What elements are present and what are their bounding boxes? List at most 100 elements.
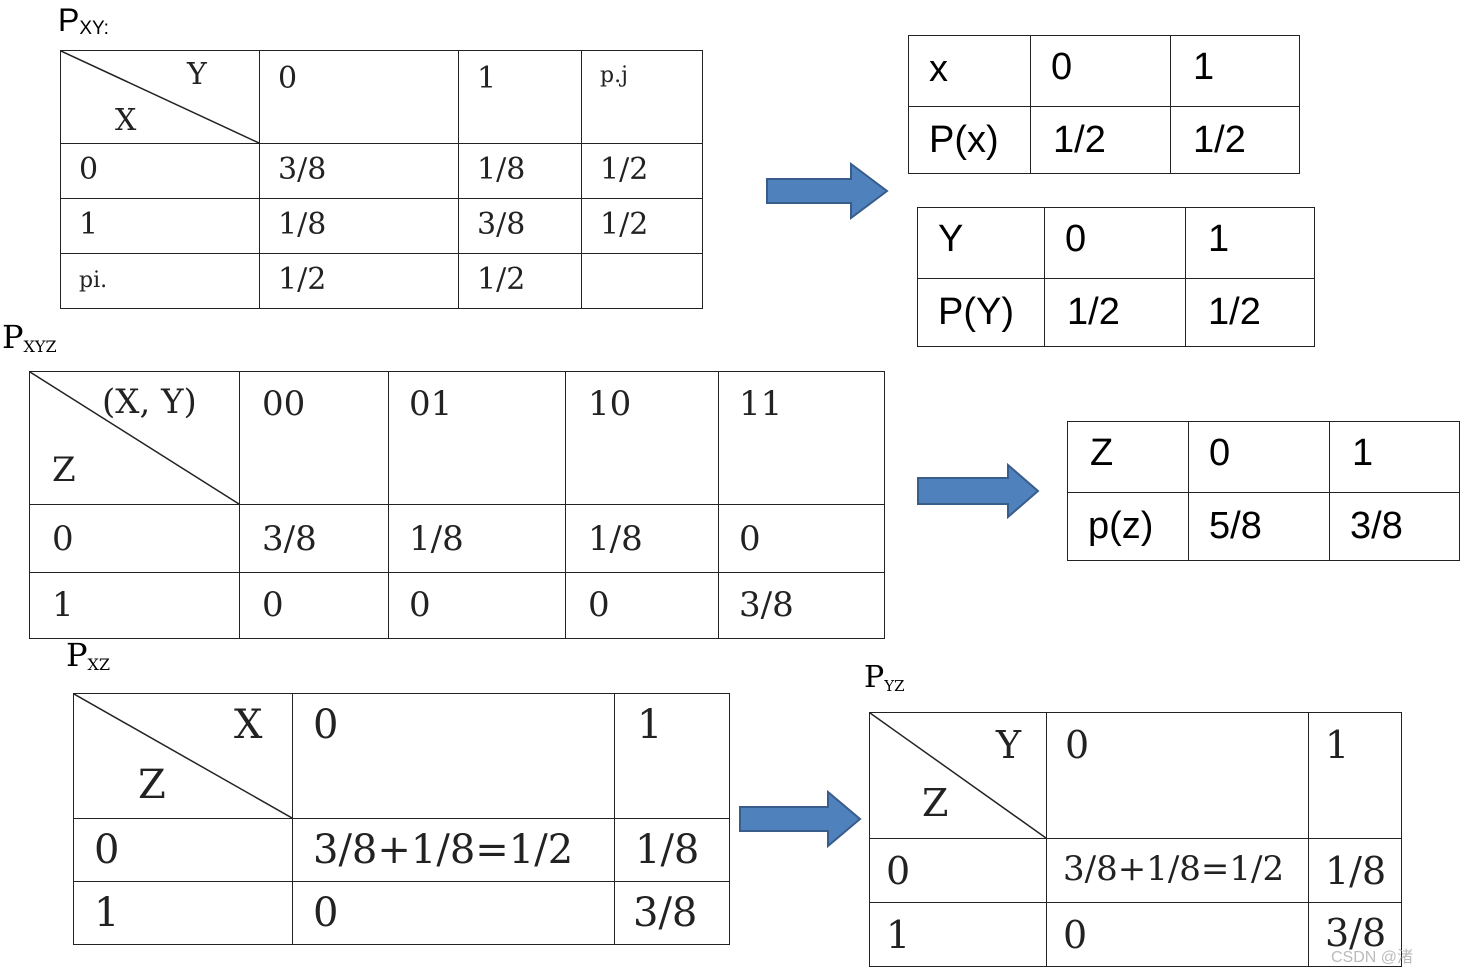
table-cell: 1/2	[259, 253, 459, 309]
pyz-col-header: 1	[1308, 712, 1402, 839]
table-cell: 3/8+1/8=1/2	[292, 818, 615, 882]
pxyz-corner-top: (X, Y)	[102, 382, 197, 422]
pxz-corner-top: X	[234, 702, 263, 748]
pxyz-corner-bottom: Z	[52, 450, 76, 490]
row-label: 0	[29, 504, 240, 573]
table-row: Z 0 1	[1067, 421, 1460, 493]
table-row: 0 3/8 1/8 1/8 0	[29, 504, 885, 573]
table-cell: 1/2	[1185, 278, 1315, 347]
table-cell: 3/8	[259, 143, 459, 199]
table-cell: 1	[1185, 207, 1315, 279]
table-cell: P(x)	[908, 106, 1031, 174]
table-cell: 3/8	[718, 572, 885, 639]
pxyz-col-header: 11	[718, 371, 885, 505]
table-cell: 1/2	[1170, 106, 1300, 174]
pxz-table: X Z 0 1 0 3/8+1/8=1/2 1/8 1 0 3/8	[73, 693, 730, 945]
table-cell: 0	[1188, 421, 1330, 493]
pxyz-col-header: 01	[388, 371, 566, 505]
table-cell: 1/8	[614, 818, 730, 882]
pxyz-col-header: 10	[565, 371, 719, 505]
row-label: 1	[869, 902, 1047, 967]
pxyz-table: (X, Y) Z 00 01 10 11 0 3/8 1/8 1/8 0 1 0…	[29, 371, 885, 639]
table-cell: P(Y)	[917, 278, 1045, 347]
pxy-title-sub: XY:	[79, 18, 109, 39]
pxy-header-row: Y X 0 1 p.j	[60, 50, 703, 144]
table-cell: 0	[1046, 902, 1309, 967]
pxy-title-letter: P	[58, 2, 80, 38]
table-cell: p(z)	[1067, 492, 1189, 561]
row-label: pi.	[60, 253, 260, 309]
table-cell: 1/2	[1030, 106, 1171, 174]
table-cell: 1/2	[581, 198, 703, 254]
pxy-col-header: p.j	[581, 50, 703, 144]
table-cell: 0	[718, 504, 885, 573]
pxyz-header-row: (X, Y) Z 00 01 10 11	[29, 371, 885, 505]
table-cell: 1/8	[388, 504, 566, 573]
pxy-corner-bottom: X	[115, 103, 137, 138]
table-cell: 0	[239, 572, 389, 639]
table-cell: Y	[917, 207, 1045, 279]
table-cell: 3/8+1/8=1/2	[1046, 838, 1309, 903]
table-cell: 5/8	[1188, 492, 1330, 561]
table-cell: 3/8	[614, 881, 730, 945]
right-arrow-icon	[766, 162, 889, 220]
pyz-col-header: 0	[1046, 712, 1309, 839]
watermark: CSDN @渚	[1330, 949, 1413, 966]
table-cell: 1	[1170, 35, 1300, 107]
pz-table: Z 0 1 p(z) 5/8 3/8	[1067, 421, 1460, 561]
table-row: p(z) 5/8 3/8	[1067, 492, 1460, 561]
table-cell: 1/8	[259, 198, 459, 254]
table-row: 0 3/8+1/8=1/2 1/8	[869, 838, 1402, 903]
table-cell: 3/8	[1308, 902, 1402, 967]
table-row: x 0 1	[908, 35, 1300, 107]
table-row: 0 3/8 1/8 1/2	[60, 143, 703, 199]
table-cell: 1/2	[1044, 278, 1186, 347]
px-table: x 0 1 P(x) 1/2 1/2	[908, 35, 1300, 174]
table-cell: Z	[1067, 421, 1189, 493]
table-row: 1 0 0 0 3/8	[29, 572, 885, 639]
table-cell: x	[908, 35, 1031, 107]
pxyz-col-header: 00	[239, 371, 389, 505]
table-cell	[581, 253, 703, 309]
table-row: P(x) 1/2 1/2	[908, 106, 1300, 174]
table-cell: 0	[292, 881, 615, 945]
row-label: 0	[60, 143, 260, 199]
pxy-corner-top: Y	[187, 57, 207, 92]
pyz-title-letter: P	[864, 660, 885, 695]
pxyz-corner: (X, Y) Z	[29, 371, 240, 505]
table-cell: 1	[1329, 421, 1460, 493]
row-label: 0	[869, 838, 1047, 903]
table-cell: 1/8	[1308, 838, 1402, 903]
pxy-table: Y X 0 1 p.j 0 3/8 1/8 1/2 1 1/8 3/8 1/2 …	[60, 50, 703, 309]
pyz-title: PYZ	[864, 660, 905, 695]
pxy-col-header: 1	[458, 50, 582, 144]
pxz-title: PXZ	[66, 636, 110, 674]
table-cell: 1/2	[581, 143, 703, 199]
pyz-table: Y Z 0 1 0 3/8+1/8=1/2 1/8 1 0 3/8	[869, 712, 1402, 967]
table-cell: 1/8	[565, 504, 719, 573]
pxz-corner-bottom: Z	[138, 762, 166, 808]
table-row: Y 0 1	[917, 207, 1315, 279]
table-row: 0 3/8+1/8=1/2 1/8	[73, 818, 730, 882]
row-label: 1	[60, 198, 260, 254]
pxy-corner: Y X	[60, 50, 260, 144]
table-cell: 0	[388, 572, 566, 639]
pxz-title-letter: P	[66, 636, 88, 674]
table-row: pi. 1/2 1/2	[60, 253, 703, 309]
table-row: 1 1/8 3/8 1/2	[60, 198, 703, 254]
table-cell: 1/2	[458, 253, 582, 309]
pxy-title: PXY:	[58, 2, 109, 39]
table-row: 1 0 3/8	[869, 902, 1402, 967]
row-label: 1	[29, 572, 240, 639]
table-cell: 3/8	[458, 198, 582, 254]
table-cell: 3/8	[1329, 492, 1460, 561]
pxy-col-header: 0	[259, 50, 459, 144]
table-cell: 0	[1044, 207, 1186, 279]
pyz-title-sub: YZ	[884, 677, 905, 695]
pyz-corner-top: Y	[996, 723, 1022, 767]
pyz-corner-bottom: Z	[922, 781, 949, 825]
pxz-header-row: X Z 0 1	[73, 693, 730, 819]
table-row: P(Y) 1/2 1/2	[917, 278, 1315, 347]
pxyz-title-sub: XYZ	[23, 337, 57, 356]
pyz-corner: Y Z	[869, 712, 1047, 839]
